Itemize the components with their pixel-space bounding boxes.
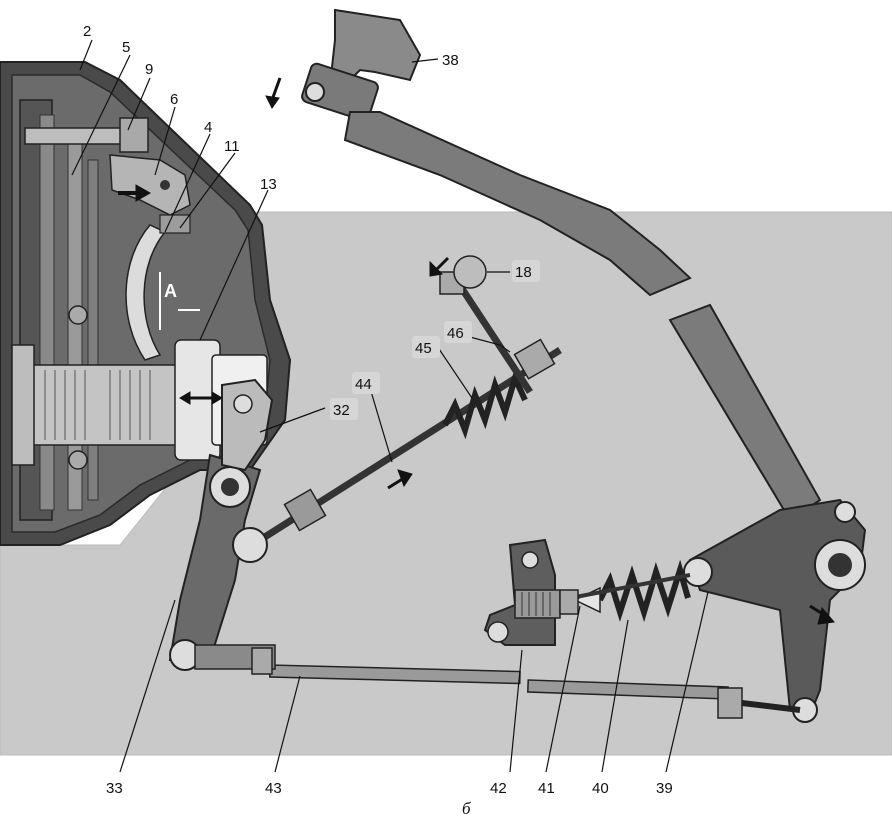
bellcrank-lever [683, 498, 867, 723]
label-42: 42 [490, 780, 507, 797]
part-labels: 2 5 9 6 4 11 13 38 18 46 45 44 32 A 33 4… [83, 23, 673, 818]
label-18: 18 [515, 264, 532, 281]
clutch-housing [0, 61, 292, 546]
label-38: 38 [442, 52, 459, 69]
label-4: 4 [204, 119, 212, 136]
label-badge-44 [352, 372, 380, 394]
label-43: 43 [265, 780, 282, 797]
release-rod [232, 338, 562, 563]
label-32: 32 [333, 402, 350, 419]
leader-lines [71, 39, 709, 773]
clutch-pedal [301, 8, 822, 522]
label-5: 5 [122, 39, 130, 56]
label-45: 45 [415, 340, 432, 357]
label-46: 46 [447, 325, 464, 342]
label-6: 6 [170, 91, 178, 108]
label-33: 33 [106, 780, 123, 797]
servo-spring-assembly [483, 538, 691, 646]
label-badge-45 [412, 336, 440, 358]
label-13: 13 [260, 176, 277, 193]
figure-caption: б [462, 799, 471, 818]
label-11: 11 [224, 138, 240, 155]
label-badge-18 [512, 260, 540, 282]
label-badge-32 [330, 398, 358, 420]
intermediate-lever [168, 378, 276, 675]
label-2: 2 [83, 23, 91, 40]
label-40: 40 [592, 780, 609, 797]
label-39: 39 [656, 780, 673, 797]
label-9: 9 [145, 61, 153, 78]
motion-arrows [118, 77, 835, 625]
label-A: A [164, 281, 177, 301]
label-41: 41 [538, 780, 555, 797]
label-badge-46 [444, 321, 472, 343]
label-44: 44 [355, 376, 372, 393]
return-lever [439, 255, 533, 394]
